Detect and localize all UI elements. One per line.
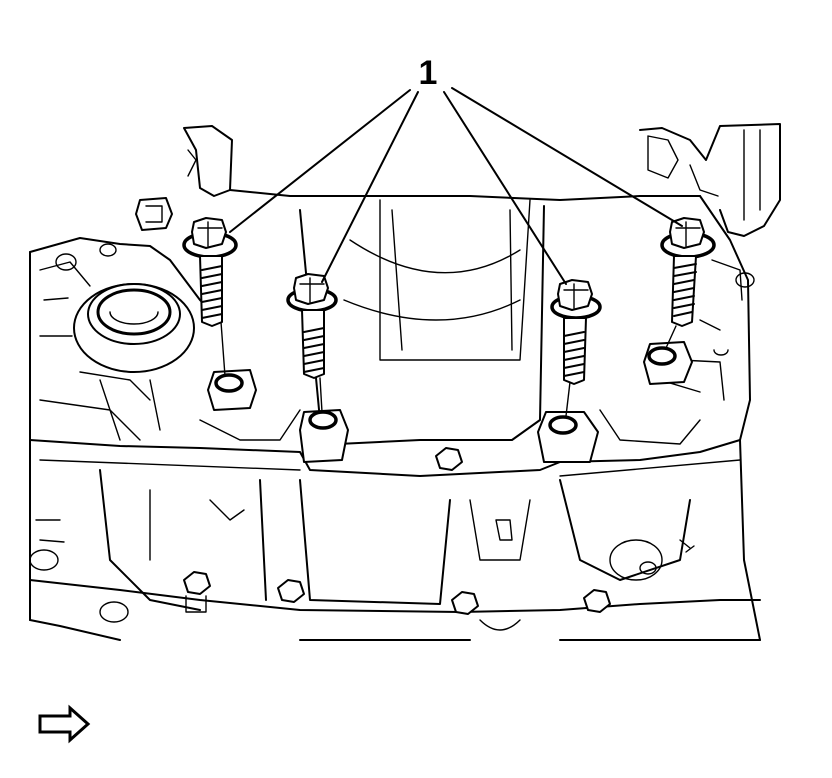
bolt-hole-1 [214,373,244,393]
callout-number: 1 [419,54,438,92]
bolt-holes [207,341,693,463]
install-guide-lines [220,321,677,417]
leader-line-3 [443,91,567,285]
leader-line-2 [321,91,419,283]
right-arrow-icon [38,704,91,744]
callout-leaders [229,87,683,285]
bolt-hole-2 [308,410,338,430]
flange-bolt-2 [286,273,338,379]
bolt-hole-3 [548,415,578,435]
pan-bolt-heads [183,447,611,615]
leader-line-1 [229,89,411,233]
bolt-hole-4 [647,346,677,366]
flange-bolt-1 [182,217,238,327]
flange-bolt-3 [550,279,602,385]
flange-bolt-4 [660,217,716,327]
engine-block-housing [29,123,781,641]
leader-line-4 [451,87,683,227]
